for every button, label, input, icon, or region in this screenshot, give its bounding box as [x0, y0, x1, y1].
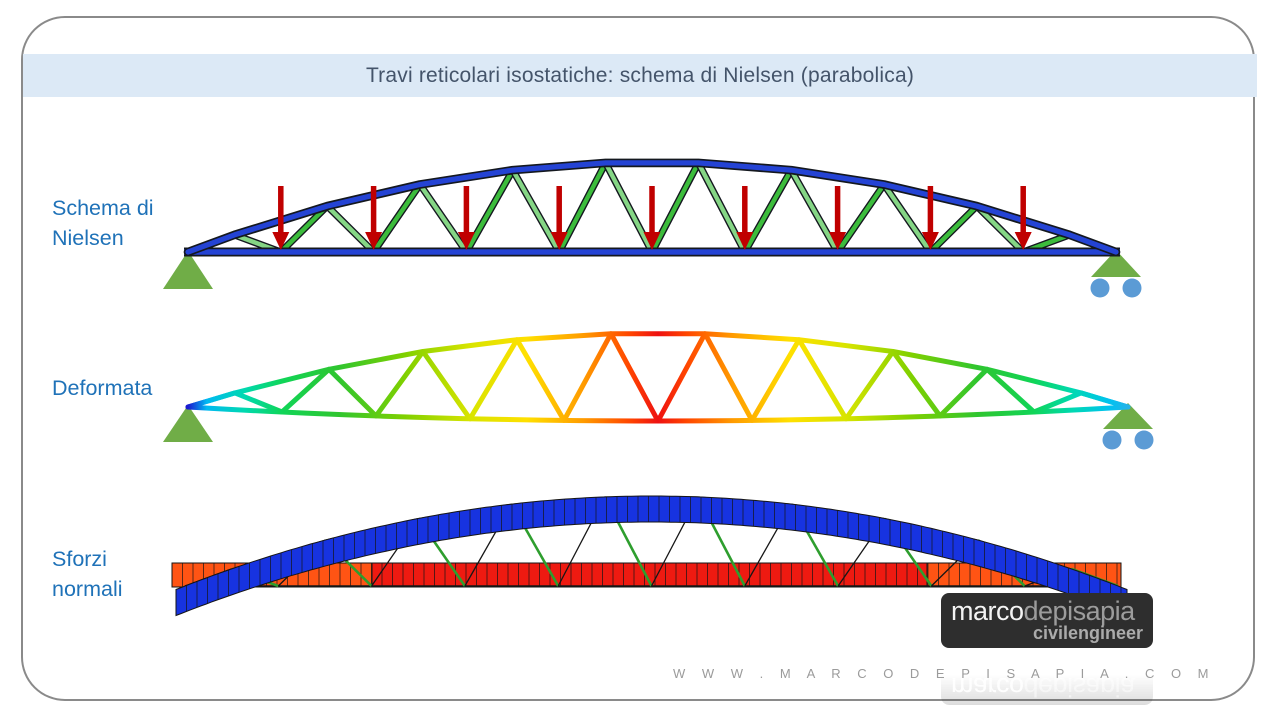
load-arrow: [365, 186, 383, 250]
brand-subtitle: civilengineer: [1032, 623, 1143, 643]
load-arrow: [829, 186, 847, 250]
label-schema-di-nielsen: Schema di Nielsen: [52, 193, 154, 253]
brand-name: marcodepisapia: [951, 596, 1135, 626]
label-deformata: Deformata: [52, 373, 152, 403]
pin-support: [163, 251, 213, 289]
deformed-members: [185, 331, 1131, 424]
roller-support: [1090, 250, 1142, 298]
roller-support: [1102, 403, 1154, 450]
label-line: normali: [52, 577, 123, 601]
axial-force-diagram: [171, 495, 1128, 617]
brand-logo-box: marcodepisapia civilengineer: [941, 593, 1153, 648]
load-arrows: [272, 186, 1032, 250]
load-arrow: [736, 186, 754, 250]
schema-nielsen-truss: [163, 158, 1142, 298]
load-arrow: [272, 186, 290, 250]
slide-border: [21, 16, 1255, 701]
label-line: Nielsen: [52, 226, 124, 250]
load-arrow: [550, 186, 568, 250]
web-diagonals: [184, 159, 1120, 256]
load-arrow: [1014, 186, 1032, 250]
load-arrow: [457, 186, 475, 250]
slide-title: Travi reticolari isostatiche: schema di …: [365, 63, 915, 87]
website-url: W W W . M A R C O D E P I S A P I A . C …: [673, 666, 1215, 681]
deformed-shape-truss: [163, 331, 1154, 450]
label-line: Sforzi: [52, 547, 107, 571]
label-sforzi-normali: Sforzi normali: [52, 544, 123, 604]
label-line: Schema di: [52, 196, 154, 220]
brand-logo: marcodepisapia civilengineer marcodepisa…: [941, 593, 1153, 705]
pin-support: [163, 405, 213, 442]
label-line: Deformata: [52, 376, 153, 400]
load-arrow: [921, 186, 939, 250]
title-bar: Travi reticolari isostatiche: schema di …: [23, 54, 1257, 97]
load-arrow: [643, 186, 661, 250]
top-chord: [183, 158, 1121, 257]
